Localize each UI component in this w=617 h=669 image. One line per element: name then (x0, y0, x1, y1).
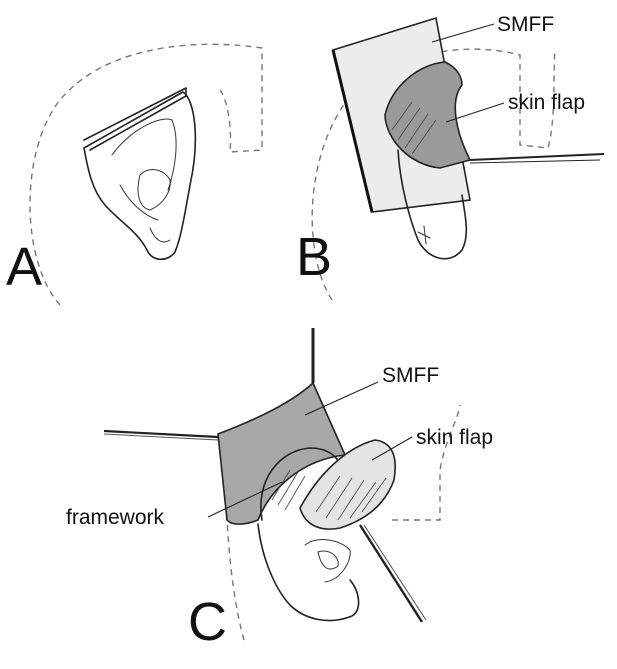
panel-c: SMFF skin flap framework C (66, 328, 493, 652)
panel-b: SMFF skin flap B (296, 13, 604, 300)
panel-c-ear-concha (318, 551, 338, 569)
panel-b-ear-lobe-mark (418, 226, 430, 244)
panel-b-skin-flap-label: skin flap (508, 91, 585, 114)
panel-a-ear-helix (112, 119, 176, 190)
panel-b-smff-leader (432, 24, 494, 42)
panel-c-bottom-retractor (360, 525, 422, 622)
panel-a: A (6, 44, 262, 305)
panel-a-ear-concha (120, 185, 158, 220)
panel-c-skin-flap-label: skin flap (416, 426, 493, 449)
panel-c-smff-label: SMFF (382, 364, 439, 387)
panel-a-letter: A (6, 237, 42, 297)
panel-b-smff-label: SMFF (497, 13, 554, 36)
panel-a-scalp-outline (30, 44, 262, 305)
panel-b-retractor (470, 154, 604, 160)
panel-b-letter: B (296, 227, 332, 287)
panel-c-letter: C (188, 592, 227, 652)
panel-c-ear-outline (258, 524, 359, 620)
panel-c-ear-antihelix (305, 540, 350, 582)
panel-a-ear-antihelix (138, 170, 170, 210)
panel-c-left-retractor (104, 431, 218, 437)
panel-c-framework-label: framework (66, 506, 165, 529)
panel-b-retractor-2 (470, 160, 600, 163)
panel-c-bottom-retractor-2 (364, 525, 426, 620)
panel-a-ear-lobe (150, 228, 170, 242)
